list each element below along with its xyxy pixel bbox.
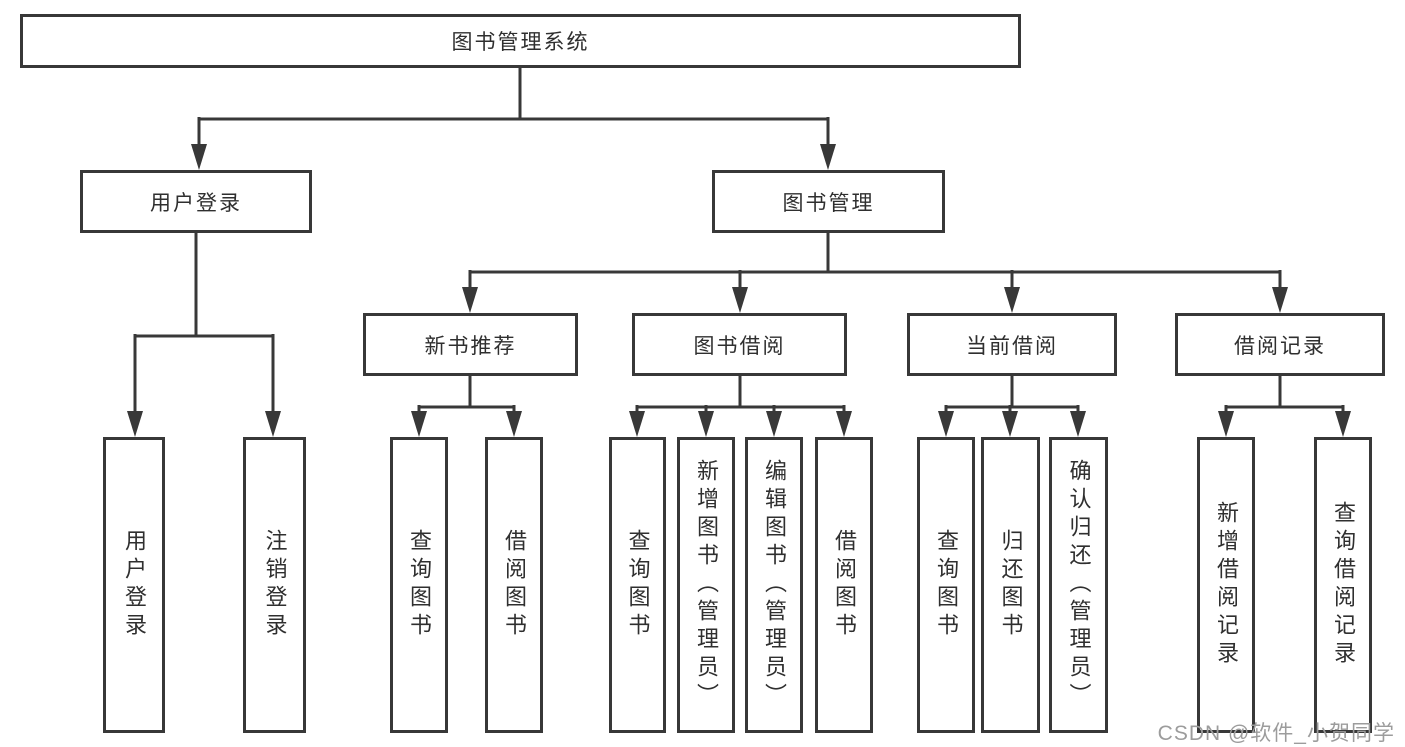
leaf-confirm-return-admin: 确认归还（管理员） [1049,437,1108,733]
node-label: 图书管理系统 [451,31,590,54]
leaf-rec-query-books: 查询图书 [390,437,448,733]
leaf-add-borrow-record: 新增借阅记录 [1197,437,1255,733]
node-library-management-system: 图书管理系统 [20,14,1021,68]
leaf-rec-borrow-books: 借阅图书 [485,437,543,733]
leaf-return-books: 归还图书 [981,437,1040,733]
leaf-label: 注销登录 [262,529,288,641]
leaf-label: 新增图书（管理员） [694,459,719,711]
node-borrowing-records: 借阅记录 [1175,313,1385,376]
node-book-borrowing: 图书借阅 [632,313,847,376]
node-label: 当前借阅 [966,334,1058,358]
leaf-label: 查询图书 [625,529,651,641]
leaf-label: 查询图书 [407,529,432,641]
leaf-query-borrow-record: 查询借阅记录 [1314,437,1372,733]
node-label: 图书管理 [782,191,875,215]
leaf-label: 查询图书 [934,529,959,641]
leaf-label: 借阅图书 [832,529,857,641]
leaf-user-login: 用户登录 [103,437,165,733]
csdn-watermark: CSDN @软件_小贺同学 [1157,722,1395,745]
node-label: 图书借阅 [693,334,786,358]
leaf-label: 查询借阅记录 [1331,501,1356,669]
node-label: 用户登录 [150,191,242,215]
leaf-edit-books-admin: 编辑图书（管理员） [745,437,803,733]
node-book-management: 图书管理 [712,170,945,233]
leaf-borrow-query-books: 查询图书 [609,437,666,733]
node-user-login: 用户登录 [80,170,312,233]
leaf-label: 确认归还（管理员） [1066,459,1092,711]
leaf-borrow-books: 借阅图书 [815,437,873,733]
leaf-label: 归还图书 [998,529,1024,641]
leaf-label: 借阅图书 [502,529,527,641]
leaf-label: 新增借阅记录 [1214,501,1239,669]
node-new-book-recommend: 新书推荐 [363,313,578,376]
node-current-borrowing: 当前借阅 [907,313,1117,376]
leaf-add-books-admin: 新增图书（管理员） [677,437,735,733]
node-label: 借阅记录 [1234,334,1326,358]
leaf-current-query-books: 查询图书 [917,437,975,733]
node-label: 新书推荐 [424,334,517,358]
leaf-label: 编辑图书（管理员） [762,459,787,711]
leaf-logout: 注销登录 [243,437,306,733]
leaf-label: 用户登录 [122,529,147,641]
